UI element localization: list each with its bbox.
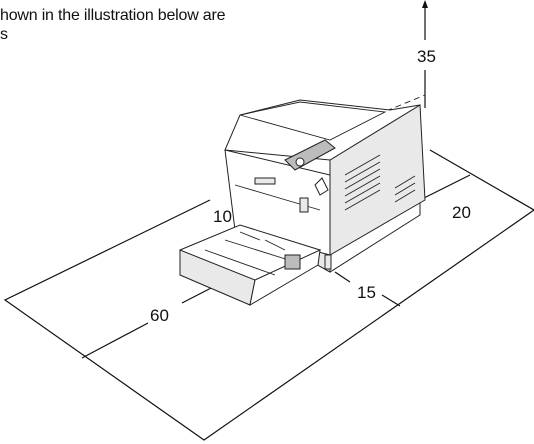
front-left-clearance-lines <box>81 285 216 359</box>
front-right-clearance-lines <box>334 271 401 307</box>
dimension-front-right-label: 15 <box>357 283 376 302</box>
dimension-front-left-label: 60 <box>150 306 169 325</box>
dimension-left-label: 10 <box>213 207 232 226</box>
dimension-right-label: 20 <box>452 203 471 222</box>
dimension-top-label: 35 <box>417 47 436 66</box>
caption-text: hown in the illustration below are s <box>0 6 330 44</box>
clearance-outline <box>3 149 534 441</box>
printer-illustration <box>179 99 426 306</box>
caption-line-2: s <box>0 26 8 43</box>
right-clearance-line <box>419 174 471 201</box>
caption-line-1: hown in the illustration below are <box>0 7 226 24</box>
